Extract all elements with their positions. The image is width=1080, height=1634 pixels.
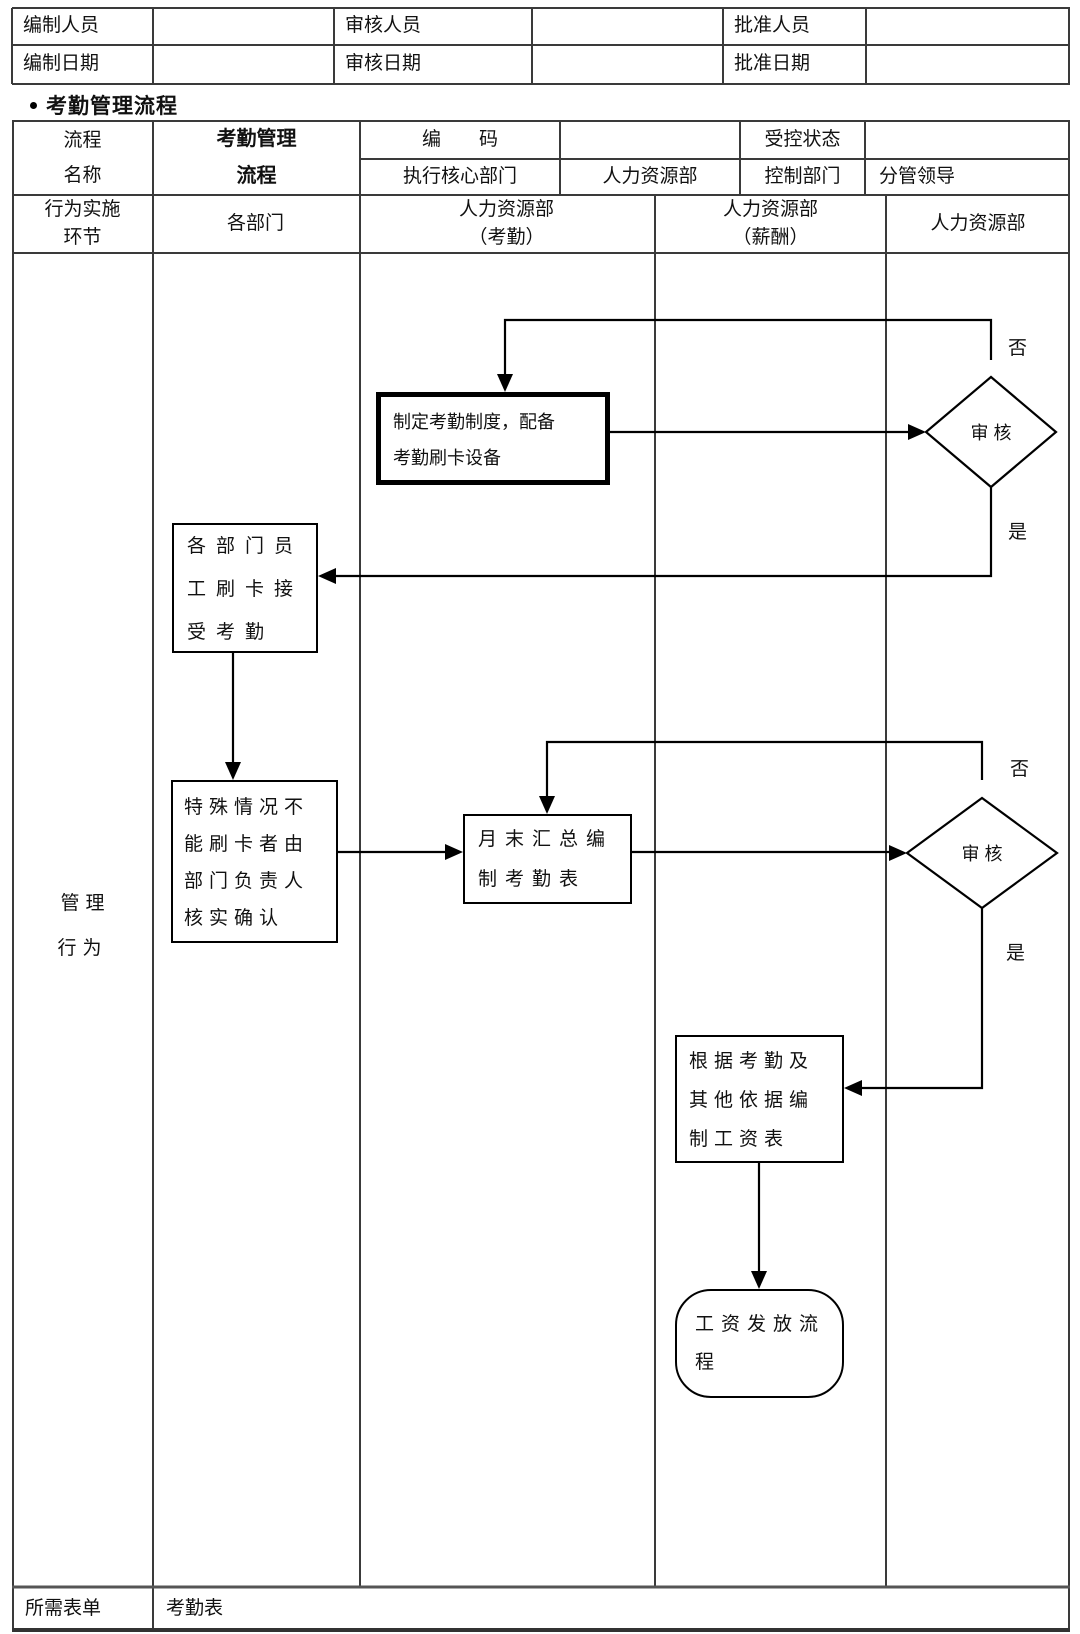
- compile-date-value: [153, 45, 334, 84]
- review2-label: 审核: [961, 844, 1008, 864]
- controlled-status-label: 受控状态: [764, 128, 841, 150]
- arrowhead-into-swipe-card: [318, 568, 336, 584]
- flow-terminal-pay-process: 工资发放流 程: [675, 1289, 844, 1398]
- column-header-action-stage: 行为实施 环节: [44, 199, 121, 248]
- compiler-label: 编制人员: [23, 15, 100, 37]
- review2-no-label: 否: [1010, 759, 1030, 780]
- reviewer-label: 审核人员: [345, 15, 422, 37]
- flow-step-payroll-sheet: 根据考勤及 其他依据编 制工资表: [675, 1035, 844, 1163]
- review2-diamond: [905, 796, 1059, 910]
- column-header-hr-attendance: 人力资源部 （考勤）: [458, 199, 554, 248]
- column-header-hr: 人力资源部: [930, 212, 1026, 234]
- process-name-value: 考勤管理 流程: [216, 128, 297, 187]
- arrowhead-into-review1: [908, 424, 926, 440]
- top-table-grid: [11, 7, 1070, 85]
- review-date-value: [532, 45, 723, 84]
- compile-date-label: 编制日期: [23, 53, 100, 75]
- arrowhead-into-special-case: [225, 762, 241, 780]
- process-name-label: 流程 名称: [63, 130, 102, 186]
- approver-value: [866, 8, 1070, 45]
- code-value: [560, 121, 740, 159]
- flow-connectors: [231, 318, 993, 1273]
- column-header-departments: 各部门: [226, 212, 284, 234]
- flow-step-make-attendance-system: 制定考勤制度，配备 考勤刷卡设备: [376, 392, 610, 485]
- core-dept-label: 执行核心部门: [402, 165, 517, 187]
- review1-diamond: [924, 375, 1058, 489]
- core-dept-value: 人力资源部: [602, 165, 698, 187]
- column-header-hr-payroll: 人力资源部 （薪酬）: [722, 199, 818, 248]
- control-dept-label: 控制部门: [764, 165, 841, 187]
- approve-date-value: [866, 45, 1070, 84]
- flow-step-special-case-confirm: 特殊情况不 能刷卡者由 部门负责人 核实确认: [171, 780, 338, 943]
- review-date-label: 审核日期: [345, 53, 422, 75]
- arrowhead-into-make-system: [497, 374, 513, 392]
- arrowhead-into-monthly-top: [539, 796, 555, 814]
- reviewer-value: [532, 8, 723, 45]
- review1-label: 审核: [970, 423, 1017, 443]
- controlled-status-value: [865, 121, 1070, 159]
- review2-yes-label: 是: [1006, 943, 1026, 964]
- main-table-grid: [12, 120, 1070, 1630]
- arrowhead-into-pay-process: [751, 1271, 767, 1289]
- flow-step-swipe-card: 各部门员 工刷卡接 受考勤: [172, 523, 318, 653]
- row-label-management-behavior: 管理 行为: [57, 893, 111, 959]
- bullet-icon: [30, 102, 37, 109]
- arrowhead-into-monthly-left: [445, 844, 463, 860]
- approve-date-label: 批准日期: [734, 53, 811, 75]
- required-forms-value: 考勤表: [166, 1597, 224, 1619]
- review1-yes-label: 是: [1008, 522, 1028, 543]
- approver-label: 批准人员: [734, 15, 811, 37]
- flow-step-monthly-summary: 月末汇总编 制考勤表: [463, 814, 632, 904]
- code-label: 编 码: [421, 128, 498, 150]
- compiler-value: [153, 8, 334, 45]
- arrowhead-into-payroll-sheet: [844, 1080, 862, 1096]
- review1-no-label: 否: [1008, 338, 1028, 359]
- required-forms-label: 所需表单: [25, 1597, 102, 1619]
- arrowhead-into-review2: [889, 845, 907, 861]
- control-dept-value: 分管领导: [879, 165, 956, 187]
- page-title: 考勤管理流程: [46, 94, 178, 118]
